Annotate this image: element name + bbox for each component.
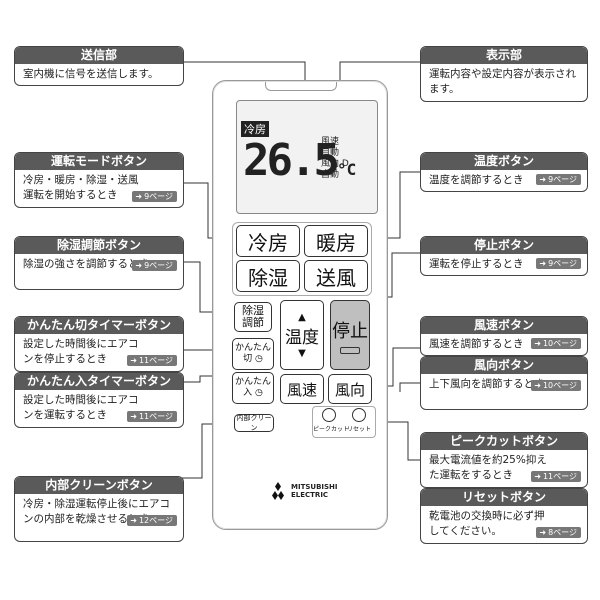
stop-button[interactable]: 停止	[330, 300, 370, 370]
timer-on-button[interactable]: かんたん入 ◷	[232, 372, 274, 404]
callout-stop-button: 停止ボタン 運転を停止するとき ➜9ページ	[420, 236, 588, 276]
callout-dehum-button: 除湿調節ボタン 除湿の強さを調節するとき ➜9ページ	[14, 236, 184, 290]
dehum-adjust-button[interactable]: 除湿調節	[234, 302, 272, 332]
callout-transmitter: 送信部 室内機に信号を送信します。	[14, 46, 184, 86]
temp-button[interactable]: ▲ 温度 ▼	[280, 300, 324, 370]
callout-mode-button: 運転モードボタン 冷房・暖房・除湿・送風運転を開始するとき ➜9ページ	[14, 152, 184, 208]
reset-button[interactable]	[352, 408, 366, 422]
fan-button[interactable]: 送風	[304, 260, 368, 292]
dry-button[interactable]: 除湿	[236, 260, 300, 292]
callout-internal-clean-button: 内部クリーンボタン 冷房・除湿運転停止後にエアコンの内部を乾燥させるとき ➜12…	[14, 476, 184, 542]
stop-line-icon	[340, 346, 360, 354]
peak-cut-button[interactable]	[322, 408, 336, 422]
callout-temp-button: 温度ボタン 温度を調節するとき ➜9ページ	[420, 152, 588, 192]
small-button-panel	[312, 406, 376, 438]
callout-display: 表示部 運転内容や設定内容が表示されます。	[420, 46, 588, 102]
lcd-mode: 冷房	[241, 121, 269, 137]
timer-off-button[interactable]: かんたん切 ◷	[232, 338, 274, 370]
peak-cut-label: ピークカット	[313, 426, 350, 433]
reset-label: リセット	[347, 426, 372, 433]
transmitter-window	[265, 82, 337, 91]
callout-reset-button: リセットボタン 乾電池の交換時に必ず押してください。 ➜8ページ	[420, 488, 588, 544]
temp-up-icon: ▲	[298, 311, 306, 323]
mitsubishi-diamond-icon	[272, 482, 284, 500]
callout-peak-cut-button: ピークカットボタン 最大電流値を約25%抑えた運転をするとき ➜11ページ	[420, 432, 588, 488]
lcd-temperature: 26.5°C	[243, 135, 357, 186]
internal-clean-button[interactable]: 内部クリーン	[234, 414, 274, 432]
mode-button-panel	[232, 222, 372, 296]
lcd-display: 冷房 26.5°C 風速 自動 風向 D 自動	[236, 100, 378, 214]
fan-speed-button[interactable]: 風速	[280, 374, 324, 404]
cool-button[interactable]: 冷房	[236, 225, 300, 257]
lcd-info: 風速 自動 風向 D 自動	[321, 137, 349, 180]
callout-fan-dir-button: 風向ボタン 上下風向を調節するとき ➜10ページ	[420, 356, 588, 410]
fan-direction-button[interactable]: 風向	[328, 374, 372, 404]
heat-button[interactable]: 暖房	[304, 225, 368, 257]
callout-timer-off-button: かんたん切タイマーボタン 設定した時間後にエアコンを停止するとき ➜11ページ	[14, 316, 184, 372]
callout-timer-on-button: かんたん入タイマーボタン 設定した時間後にエアコンを運転するとき ➜11ページ	[14, 372, 184, 428]
callout-fan-speed-button: 風速ボタン 風速を調節するとき ➜10ページ	[420, 316, 588, 356]
temp-down-icon: ▼	[298, 347, 306, 359]
